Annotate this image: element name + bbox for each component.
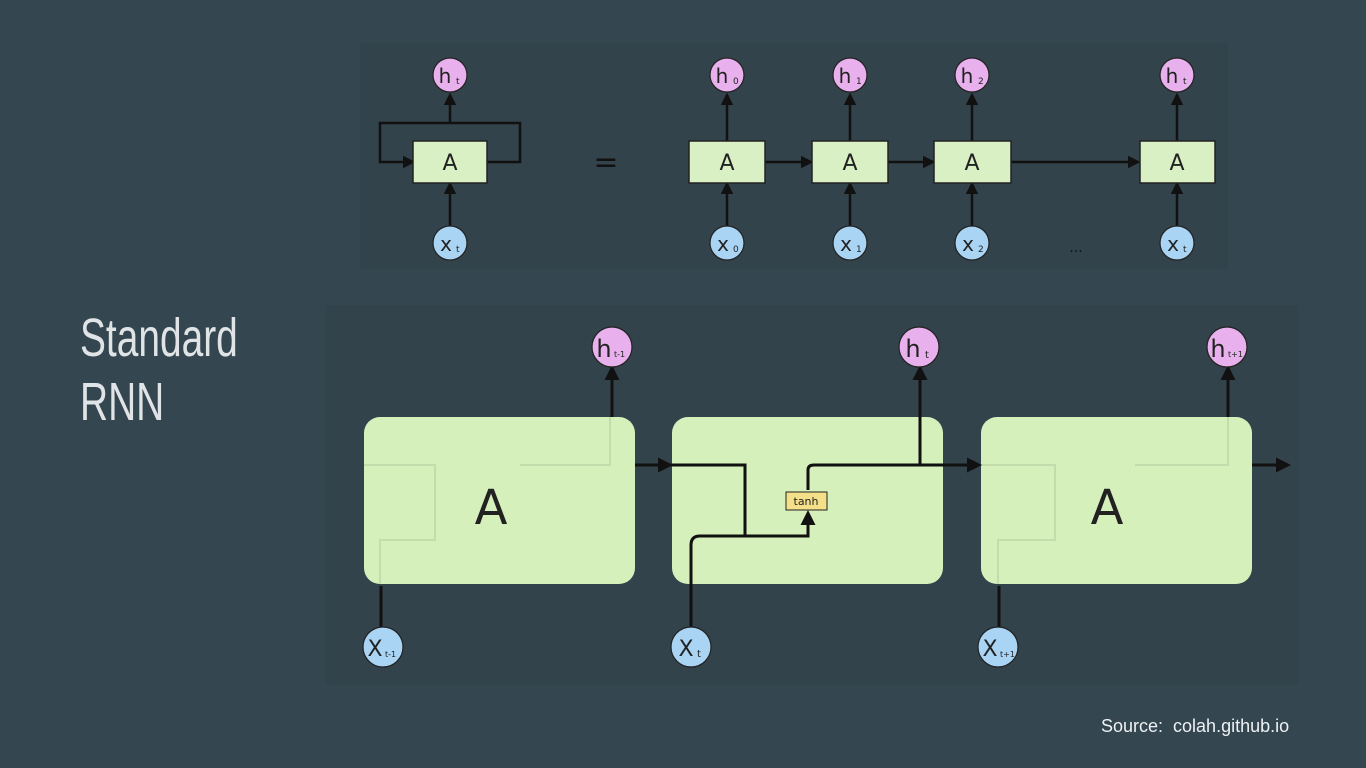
rolled-cell-label: A <box>442 151 457 176</box>
step-input-node <box>1159 225 1195 261</box>
input-node-next-sub: t+1 <box>1000 650 1015 659</box>
step-input-node <box>709 225 745 261</box>
output-node-next <box>1206 326 1248 368</box>
output-node-current-sub: t <box>925 350 929 361</box>
tanh-gate-label: tanh <box>794 495 819 508</box>
step-cell <box>811 140 889 184</box>
detail-cell-prev <box>364 417 635 584</box>
rolled-output-sub: t <box>456 77 460 87</box>
step-cell-label: A <box>719 151 734 176</box>
step-output-label: h <box>839 64 852 88</box>
step-input-label: x <box>840 232 852 256</box>
rolled-output-node <box>432 57 468 93</box>
output-node-prev <box>591 326 633 368</box>
step-output-sub: 0 <box>733 77 739 87</box>
unrolled-step-0: A h 0 x 0 <box>688 57 766 261</box>
step-cell-label: A <box>964 151 979 176</box>
step-input-label: x <box>717 232 729 256</box>
tanh-gate <box>785 491 828 511</box>
output-node-prev-sub: t-1 <box>614 350 625 359</box>
unrolled-step-1: A h 1 x 1 <box>811 57 889 261</box>
step-output-sub: 2 <box>978 77 984 87</box>
top-diagram-panel <box>360 42 1228 270</box>
step-cell <box>1139 140 1216 184</box>
step-input-label: x <box>1167 232 1179 256</box>
step-output-node <box>709 57 745 93</box>
step-input-sub: 2 <box>978 245 984 255</box>
detail-cell-next <box>981 417 1252 584</box>
step-output-label: h <box>1166 64 1179 88</box>
step-input-sub: 0 <box>733 245 739 255</box>
input-node-next-label: X <box>982 637 997 662</box>
input-node-current <box>670 626 712 668</box>
faded-flow-line <box>520 417 611 466</box>
step-output-node <box>954 57 990 93</box>
input-node-prev-sub: t-1 <box>385 650 396 659</box>
ellipsis: ... <box>1069 240 1082 256</box>
step-input-sub: t <box>1183 245 1187 255</box>
step-input-sub: 1 <box>856 245 862 255</box>
output-node-next-sub: t+1 <box>1228 350 1243 359</box>
step-input-node <box>954 225 990 261</box>
detailed-rnn: A A tanh h t-1 h t h t+1 X t-1 X t <box>362 326 1291 668</box>
detail-cell-prev-label: A <box>475 480 508 536</box>
equals-sign: = <box>593 145 618 180</box>
step-cell-label: A <box>1169 151 1184 176</box>
rolled-output-label: h <box>439 64 452 88</box>
current-output-arrow <box>806 365 928 490</box>
step-input-node <box>832 225 868 261</box>
slide-title: Standard RNN <box>80 306 238 434</box>
title-line-2: RNN <box>80 372 165 432</box>
step-input-label: x <box>962 232 974 256</box>
input-node-current-label: X <box>678 637 693 662</box>
faded-flow-line <box>364 464 436 584</box>
step-cell <box>933 140 1012 184</box>
rolled-input-label: x <box>440 232 452 256</box>
input-merge-line <box>689 534 745 628</box>
output-node-next-label: h <box>1210 335 1225 363</box>
unrolled-step-t: A h t x t <box>1139 57 1216 261</box>
faded-flow-line <box>1135 417 1229 466</box>
step-output-label: h <box>716 64 729 88</box>
output-node-current <box>898 326 940 368</box>
faded-flow-line <box>981 464 1056 584</box>
rolled-input-sub: t <box>456 245 460 255</box>
source-credit: Source: colah.github.io <box>1101 716 1290 736</box>
input-node-prev-label: X <box>367 637 382 662</box>
unrolled-step-2: A h 2 x 2 <box>933 57 1012 261</box>
output-node-current-label: h <box>905 335 920 363</box>
unrolled-chain: ... A h 0 x 0 A h 1 x 1 <box>688 57 1216 261</box>
step-output-node <box>1159 57 1195 93</box>
detail-cell-next-label: A <box>1091 480 1124 536</box>
rolled-rnn: A h t x t <box>378 57 522 261</box>
title-line-1: Standard <box>80 308 238 368</box>
input-node-current-sub: t <box>697 649 701 660</box>
step-output-sub: 1 <box>856 77 862 87</box>
rolled-cell <box>412 140 488 184</box>
step-output-label: h <box>961 64 974 88</box>
step-cell-label: A <box>842 151 857 176</box>
rolled-input-node <box>432 225 468 261</box>
step-output-node <box>832 57 868 93</box>
step-cell <box>688 140 766 184</box>
output-node-prev-label: h <box>596 335 611 363</box>
step-output-sub: t <box>1183 77 1187 87</box>
input-node-prev <box>362 626 404 668</box>
input-node-next <box>977 626 1019 668</box>
